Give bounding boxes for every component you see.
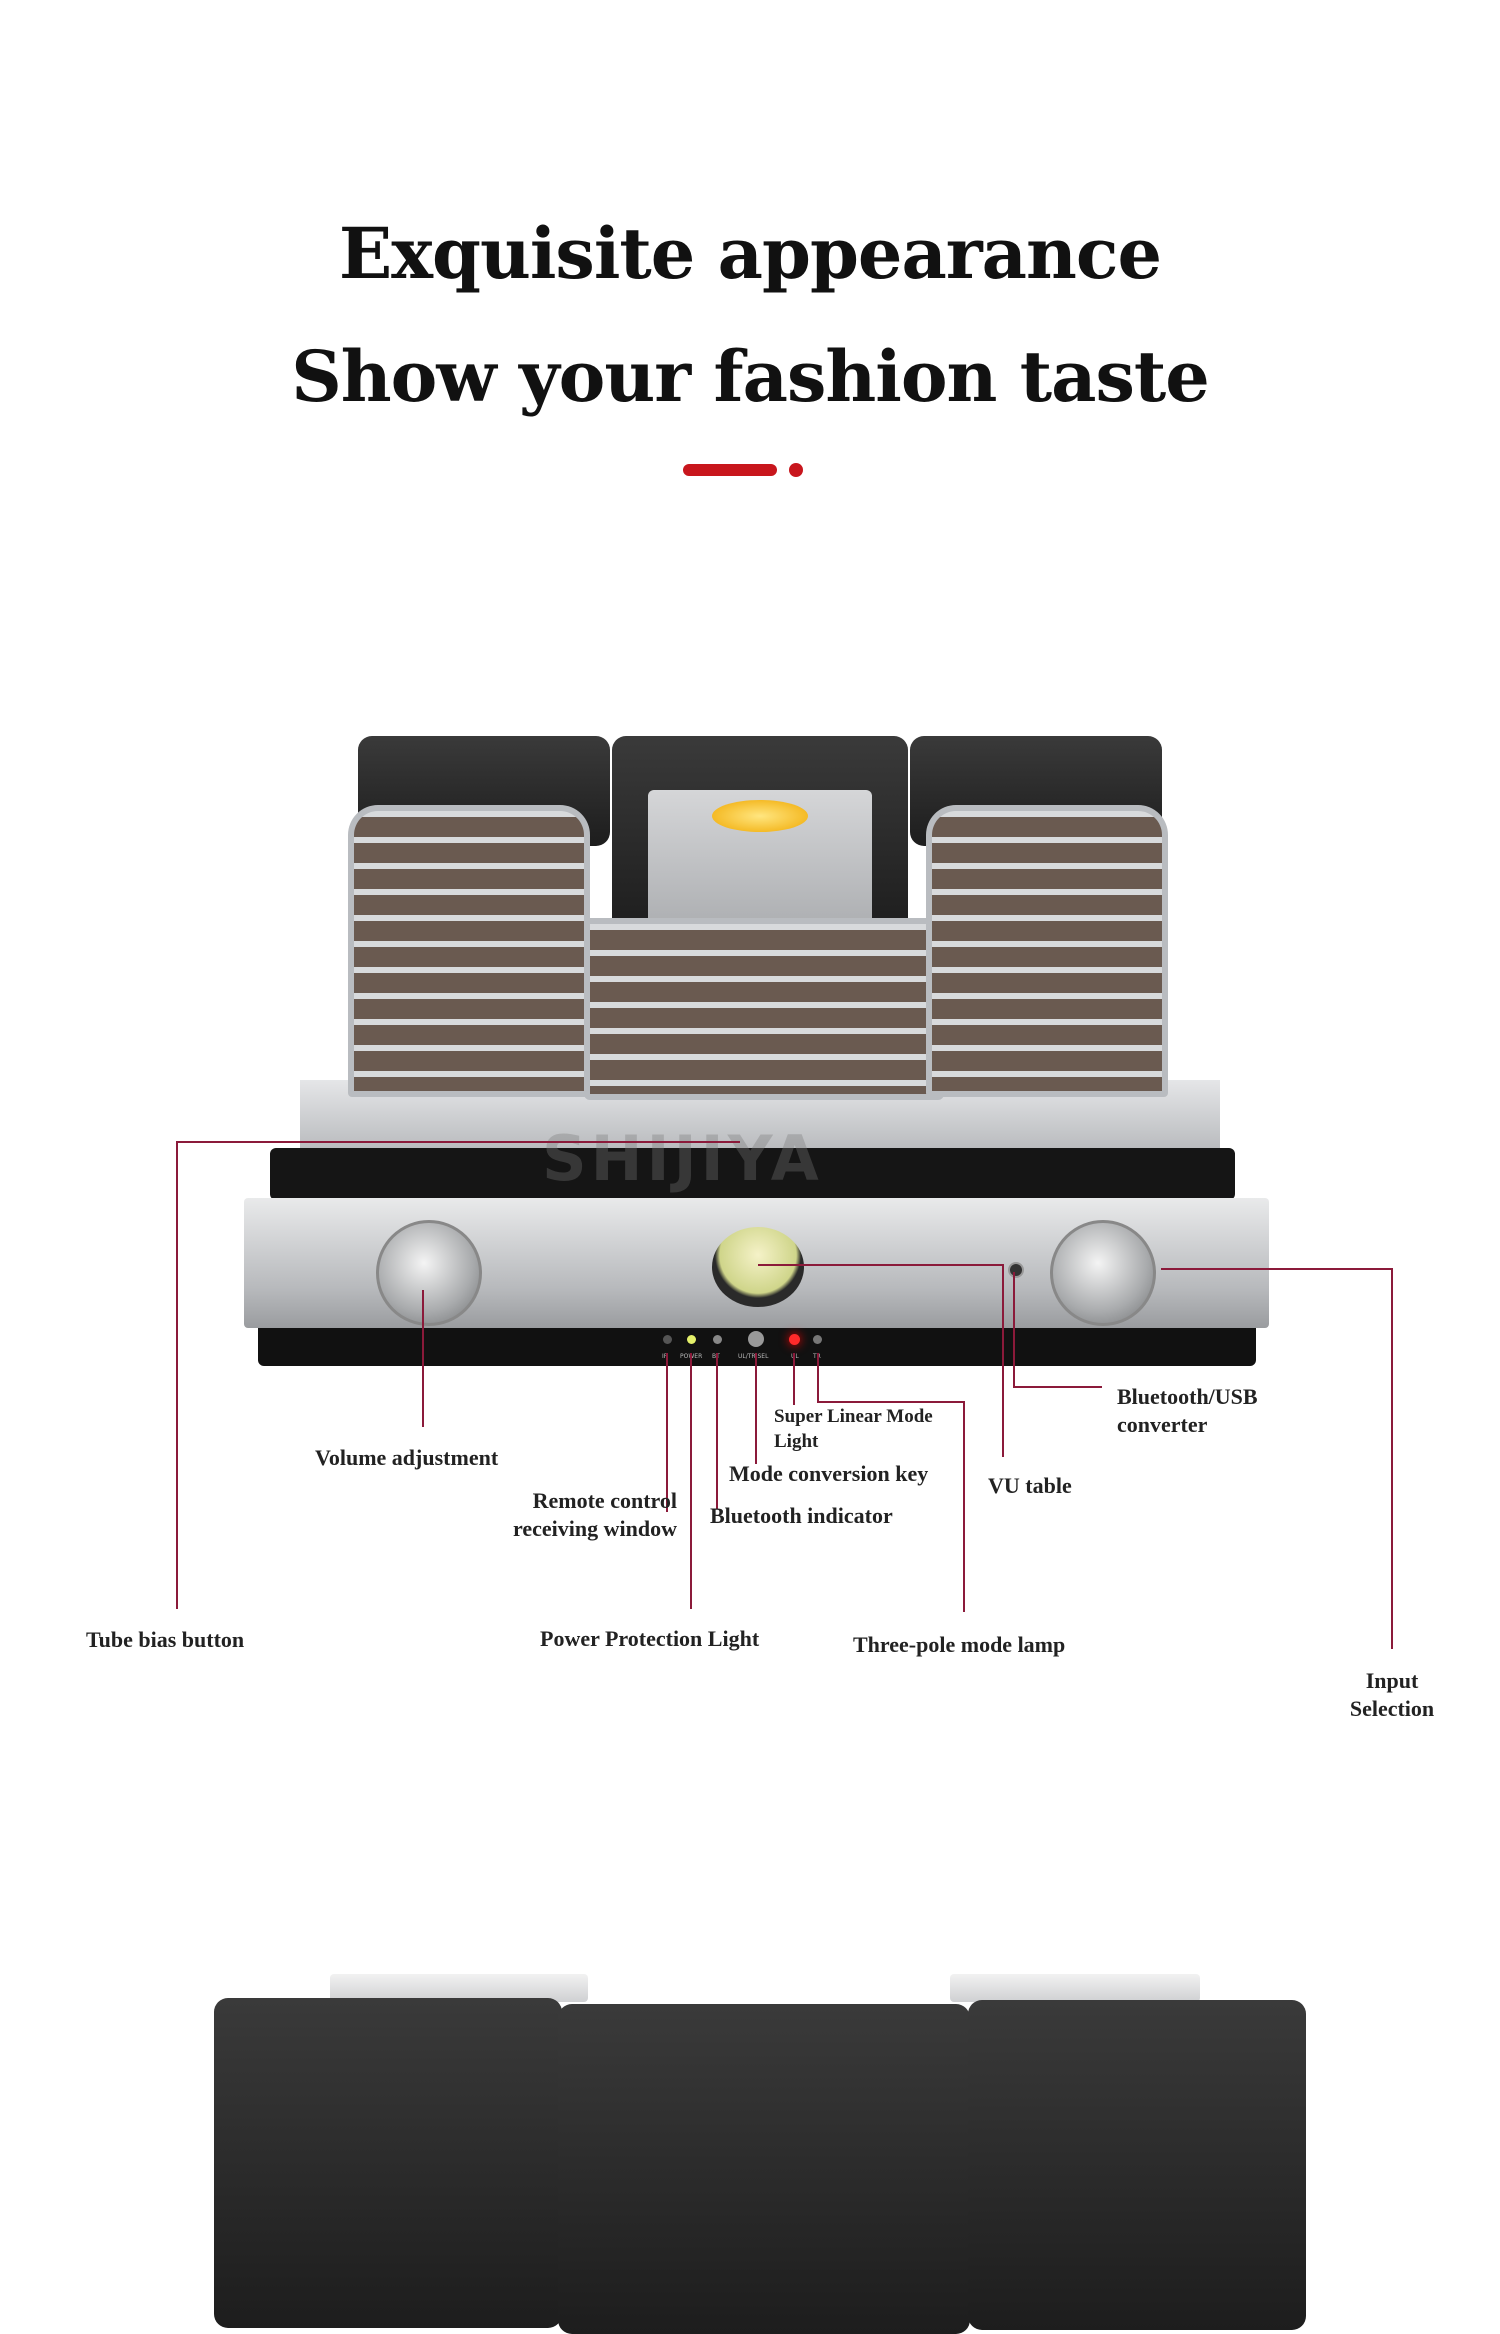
glow-lamp [712,800,808,832]
ir-window [663,1335,672,1344]
bt-led [713,1335,722,1344]
cage-top-right [950,1974,1200,2002]
accent-bar [683,464,777,476]
tube-cage-right [926,805,1168,1097]
panel-label-sel: UL/TR SEL [738,1353,769,1360]
label-three-pole: Three-pole mode lamp [853,1632,1066,1657]
transformer-back-center [558,2004,970,2334]
panel-label-ir: IR [662,1353,668,1360]
vu-meter [712,1227,804,1307]
mode-key-button [748,1331,764,1347]
transformer-back-right [968,2000,1306,2330]
chassis-trim [270,1148,1235,1200]
label-mode-key: Mode conversion key [729,1461,929,1486]
label-bluetooth-usb: Bluetooth/USB converter [1117,1384,1258,1437]
panel-label-tr: TR [813,1353,821,1360]
line-tube-bias [176,1141,740,1609]
heading-line-1: Exquisite appearance [338,212,1162,295]
cage-top-left [330,1974,588,2002]
callout-lines [176,1141,1393,1649]
label-input: Input Selection [1349,1668,1435,1721]
label-volume: Volume adjustment [315,1445,499,1470]
line-vu [758,1264,1004,1457]
line-bt-usb [1013,1272,1102,1388]
label-remote: Remote control receiving window [513,1488,677,1541]
bluetooth-usb-port [1008,1262,1024,1278]
amplifier-back-image [0,1960,1500,2334]
power-led [687,1335,696,1344]
label-vu: VU table [988,1473,1072,1498]
panel-label-bt: BT [712,1353,720,1360]
volume-knob [376,1220,482,1326]
tube-cage-left [348,805,590,1097]
watermark: SHIJIYA [542,1122,823,1195]
transformer-back-left [214,1998,562,2328]
amplifier-image: SHIJIYA IR POWER BT UL/TR SEL UL TR [244,736,1269,1366]
tr-led [813,1335,822,1344]
ul-led [789,1334,800,1345]
line-tr [817,1353,965,1612]
line-input [1161,1268,1393,1649]
accent-dot [789,463,803,477]
label-super-linear: Super Linear Mode Light [774,1406,933,1452]
label-tube-bias: Tube bias button [86,1627,245,1652]
input-selection-knob [1050,1220,1156,1326]
tube-cage-center [584,918,944,1100]
heading-line-2: Show your fashion taste [291,335,1210,418]
label-power-protection: Power Protection Light [540,1626,760,1651]
label-bt-indicator: Bluetooth indicator [710,1503,893,1528]
